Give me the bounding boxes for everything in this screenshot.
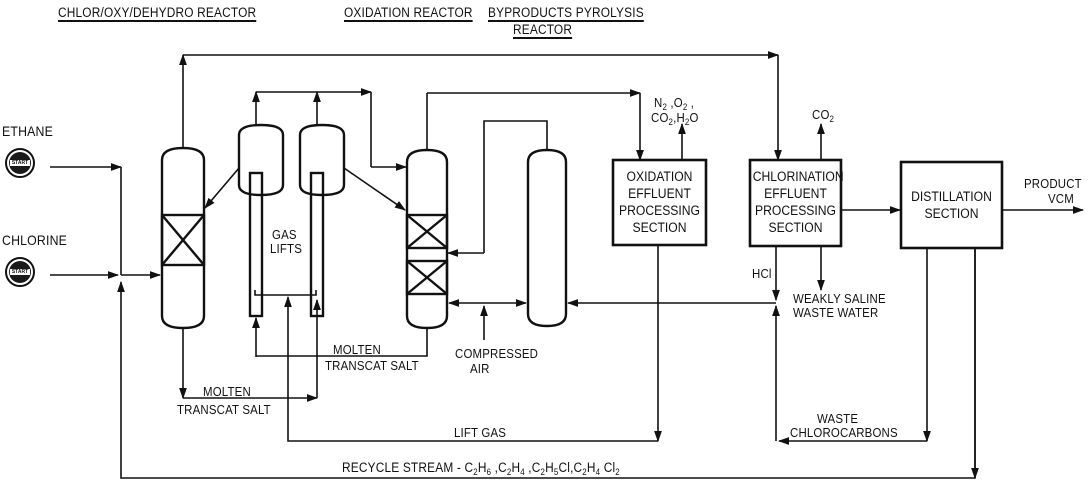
hcl-label: HCl	[752, 266, 772, 281]
lift-gas-label: LIFT GAS	[454, 425, 507, 440]
gas-lift-separator-left	[237, 123, 285, 318]
molten-label-lower: MOLTEN	[203, 384, 251, 399]
chlorination-effluent-text: CHLORINATION EFFLUENT PROCESSING SECTION	[752, 169, 844, 235]
molten-label-upper: MOLTEN	[333, 342, 381, 357]
molten-salt-line-2	[256, 328, 428, 357]
gas-lift-separator-right	[298, 123, 346, 318]
distillation-text: DISTILLATION SECTION	[911, 189, 992, 221]
weakly-saline-label: WEAKLY SALINE	[793, 291, 886, 306]
pyrolysis-overhead-line	[446, 120, 548, 257]
header-pyrolysis-reactor: REACTOR	[513, 22, 573, 37]
oxidation-effluent-box	[611, 158, 708, 247]
oxidation-vent-label-1: N2 ,O2 ,	[654, 95, 695, 112]
waste-chlorocarbons-line	[777, 248, 931, 445]
co2-vent-label: CO2	[812, 107, 835, 124]
header-byproducts-pyrolysis: BYPRODUCTS PYROLYSIS	[488, 5, 644, 20]
lifts-label: LIFTS	[270, 241, 303, 256]
left-separator-to-chlor-reactor	[204, 167, 240, 209]
chlor-reactor-overhead-line	[179, 51, 782, 162]
header-chlor-oxy-dehydro-reactor: CHLOR/OXY/DEHYDRO REACTOR	[58, 5, 257, 20]
product-label: PRODUCT	[1024, 176, 1082, 191]
compressed-label: COMPRESSED	[455, 346, 539, 361]
chlorine-start-button[interactable]: START	[5, 257, 35, 287]
gas-label: GAS	[272, 227, 297, 242]
chlorocarbons-label: CHLOROCARBONS	[790, 425, 898, 440]
right-separator-to-oxidation-reactor	[343, 167, 406, 211]
air-label: AIR	[470, 361, 490, 376]
transcat-salt-label-upper: TRANSCAT SALT	[325, 358, 419, 373]
waste-label: WASTE	[817, 411, 859, 426]
separator-overhead-line	[252, 88, 408, 171]
oxidation-effluent-text: OXIDATION EFFLUENT PROCESSING SECTION	[618, 169, 701, 235]
distillation-box	[899, 160, 1004, 250]
compressed-air-line	[447, 299, 528, 340]
transcat-salt-label-lower: TRANSCAT SALT	[177, 402, 271, 417]
waste-water-label: WASTE WATER	[793, 305, 879, 320]
gas-lift-distributor	[254, 290, 317, 340]
oxidation-reactor-overhead-line	[426, 89, 644, 162]
ethane-feed-line	[50, 163, 123, 275]
ethane-start-button[interactable]: START	[5, 148, 35, 178]
chlorination-effluent-box	[748, 158, 843, 248]
header-oxidation-reactor: OXIDATION REACTOR	[344, 5, 473, 20]
vcm-label: VCM	[1048, 191, 1074, 206]
oxidation-reactor	[405, 148, 449, 330]
recycle-stream-label: RECYCLE STREAM - C2H6 ,C2H4 ,C2H5Cl,C2H4…	[342, 460, 620, 477]
oxidation-vent-label-2: CO2,H2O	[651, 110, 699, 127]
byproducts-pyrolysis-reactor	[526, 148, 568, 328]
chlorine-label: CHLORINE	[2, 232, 68, 248]
lift-gas-line	[287, 245, 662, 443]
ethane-label: ETHANE	[2, 123, 54, 139]
chlor-oxy-dehydro-reactor	[160, 146, 206, 330]
